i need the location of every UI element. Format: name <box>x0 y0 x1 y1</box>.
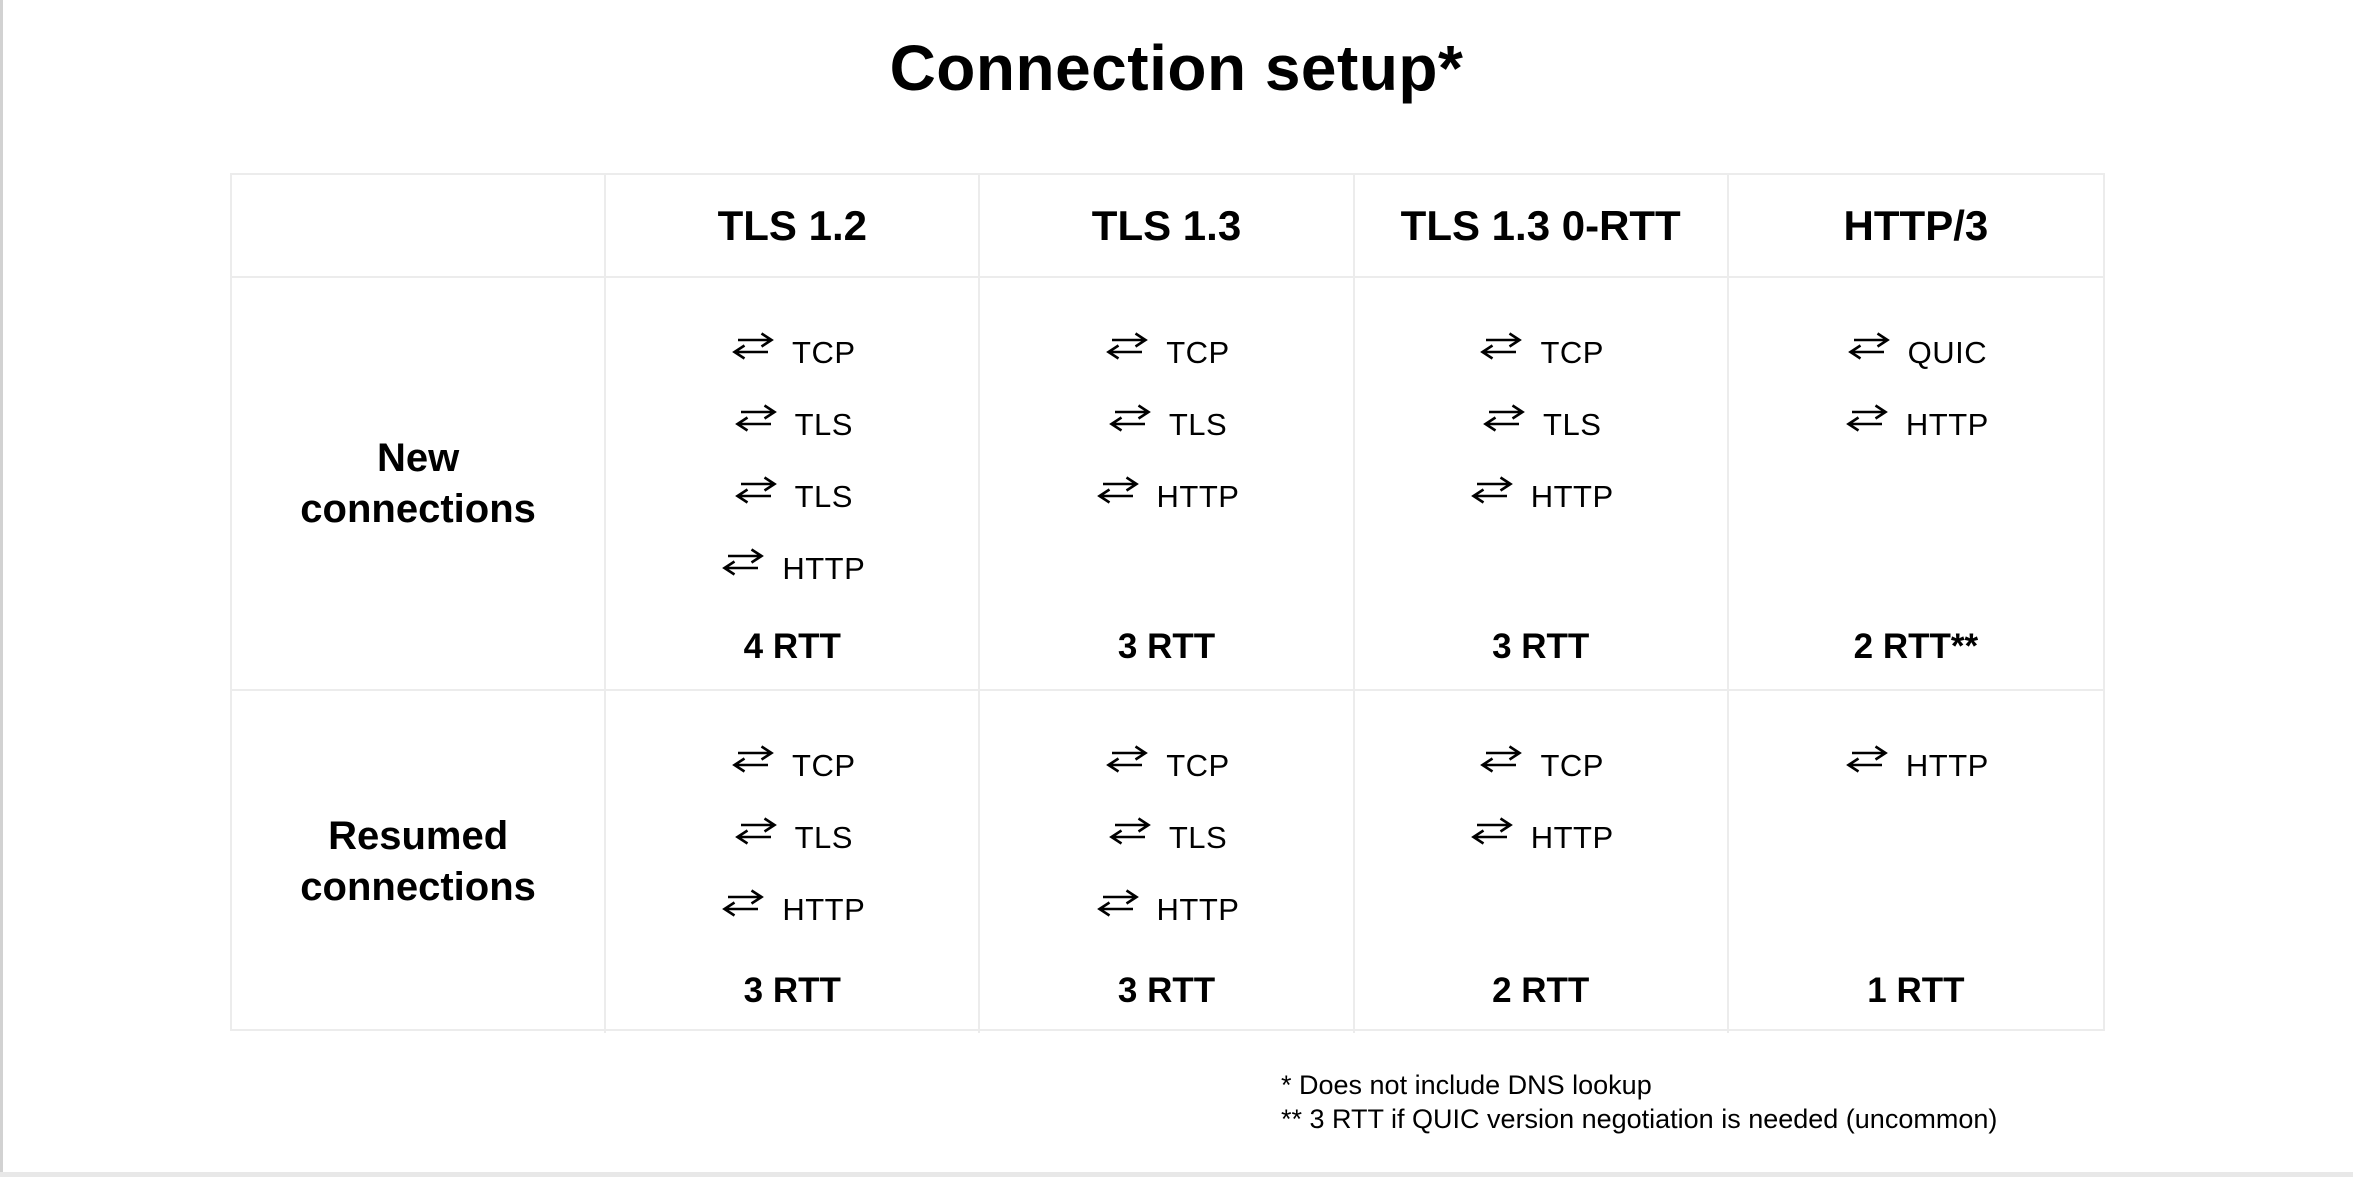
handshake-step-label: HTTP <box>1905 407 1989 442</box>
round-trip-arrows-icon <box>722 548 765 576</box>
protocol-cell: HTTP 1 RTT <box>1729 691 2103 1033</box>
rtt-total-label: 3 RTT <box>1492 627 1590 666</box>
handshake-step: HTTP <box>980 454 1352 526</box>
handshake-step: TCP <box>1355 310 1727 382</box>
round-trip-arrows-icon <box>732 745 774 773</box>
round-trip-arrows-icon <box>1483 404 1525 432</box>
rtt-total-label: 3 RTT <box>1117 971 1216 1010</box>
round-trip-arrows-icon <box>722 889 765 917</box>
protocol-cell: TCP TLS HTTP 3 RTT <box>1354 278 1729 691</box>
protocol-cell: TCP TLS HTTP 3 RTT <box>980 691 1355 1033</box>
handshake-step: HTTP <box>1729 382 2103 454</box>
handshake-step: HTTP <box>606 867 978 939</box>
handshake-step: TCP <box>1355 723 1727 795</box>
handshake-step-label: HTTP <box>782 892 866 927</box>
round-trip-arrows-icon <box>1108 404 1151 432</box>
handshake-step-label: HTTP <box>782 551 866 586</box>
round-trip-arrows-icon <box>1846 745 1888 773</box>
handshake-step: HTTP <box>606 526 978 598</box>
handshake-step-label: HTTP <box>1905 748 1989 783</box>
protocol-cell: QUIC HTTP 2 RTT** <box>1728 278 2103 691</box>
handshake-step-label: TCP <box>792 335 856 370</box>
round-trip-arrows-icon <box>1846 404 1888 432</box>
handshake-step: TCP <box>606 310 978 382</box>
round-trip-arrows-icon <box>734 817 777 845</box>
round-trip-arrows-icon <box>1096 889 1139 917</box>
handshake-step-label: TCP <box>1540 335 1604 370</box>
column-header-label: TLS 1.3 <box>1091 201 1242 249</box>
round-trip-arrows-icon <box>1108 817 1151 845</box>
rtt-total-label: 2 RTT <box>1492 971 1590 1010</box>
round-trip-arrows-icon <box>1096 476 1139 504</box>
round-trip-arrows-icon <box>1480 745 1523 773</box>
column-header-http-3: HTTP/3 <box>1728 175 2103 278</box>
handshake-step-label: TLS <box>794 479 853 514</box>
footnote-quic: ** 3 RTT if QUIC version negotiation is … <box>1281 1104 1998 1134</box>
handshake-step-label: HTTP <box>1156 892 1240 927</box>
round-trip-arrows-icon <box>1470 476 1513 504</box>
round-trip-arrows-icon <box>734 404 777 432</box>
handshake-step: HTTP <box>1355 454 1727 526</box>
column-header-tls-1-2: TLS 1.2 <box>606 175 981 278</box>
round-trip-arrows-icon <box>1106 745 1149 773</box>
row-header-resumed-connections: Resumed connections <box>232 691 607 1033</box>
protocol-cell: TCP TLS TLS HTTP 4 RTT <box>606 278 981 691</box>
column-header-label: TLS 1.3 0-RTT <box>1400 201 1681 249</box>
bottom-window-edge <box>0 1172 2353 1177</box>
handshake-step: HTTP <box>1355 795 1727 867</box>
rtt-total-label: 1 RTT <box>1867 971 1965 1010</box>
handshake-step-label: TCP <box>1166 748 1230 783</box>
left-window-edge <box>0 0 3 1177</box>
round-trip-arrows-icon <box>732 332 774 360</box>
handshake-step: TLS <box>606 382 978 454</box>
handshake-step-label: HTTP <box>1530 820 1614 855</box>
rtt-total-label: 3 RTT <box>1117 627 1216 666</box>
handshake-step: TLS <box>980 795 1352 867</box>
round-trip-arrows-icon <box>1847 332 1890 360</box>
handshake-step-label: HTTP <box>1156 479 1240 514</box>
handshake-step-label: TLS <box>1543 407 1602 442</box>
handshake-step-label: TLS <box>794 407 853 442</box>
handshake-step-label: HTTP <box>1530 479 1614 514</box>
handshake-step: TLS <box>1355 382 1727 454</box>
handshake-step-label: QUIC <box>1907 335 1988 370</box>
handshake-step: TCP <box>980 310 1352 382</box>
protocol-cell: TCP TLS HTTP 3 RTT <box>606 691 981 1033</box>
handshake-step-label: TCP <box>1166 335 1230 370</box>
handshake-step-label: TCP <box>1540 748 1604 783</box>
handshake-step: TLS <box>980 382 1352 454</box>
handshake-step-label: TLS <box>1168 820 1228 855</box>
column-header-label: HTTP/3 <box>1843 201 1989 249</box>
page-title: Connection setup* <box>889 32 1464 104</box>
handshake-step-label: TCP <box>792 748 856 783</box>
handshake-step: TCP <box>606 723 978 795</box>
footnote-dns: * Does not include DNS lookup <box>1281 1070 1652 1100</box>
handshake-step: HTTP <box>980 867 1352 939</box>
footnotes: * Does not include DNS lookup ** 3 RTT i… <box>1281 1068 1997 1136</box>
round-trip-arrows-icon <box>1470 817 1513 845</box>
rtt-total-label: 4 RTT <box>743 627 841 666</box>
handshake-step: TCP <box>980 723 1352 795</box>
column-header-tls-1-3-0-rtt: TLS 1.3 0-RTT <box>1354 175 1729 278</box>
round-trip-arrows-icon <box>1480 332 1523 360</box>
handshake-step-label: TLS <box>794 820 853 855</box>
handshake-step: HTTP <box>1729 723 2103 795</box>
row-header-new-connections: New connections <box>232 278 607 691</box>
protocol-cell: TCP TLS HTTP 3 RTT <box>980 278 1355 691</box>
round-trip-arrows-icon <box>734 476 777 504</box>
column-header-tls-1-3: TLS 1.3 <box>980 175 1355 278</box>
rtt-total-label: 3 RTT <box>743 971 841 1010</box>
table-corner-cell <box>232 175 607 278</box>
handshake-step: QUIC <box>1729 310 2103 382</box>
protocol-cell: TCP HTTP 2 RTT <box>1355 691 1729 1033</box>
handshake-step: TLS <box>606 795 978 867</box>
rtt-total-label: 2 RTT** <box>1853 627 1979 666</box>
handshake-step-label: TLS <box>1168 407 1228 442</box>
handshake-step: TLS <box>606 454 978 526</box>
round-trip-arrows-icon <box>1106 332 1149 360</box>
column-header-label: TLS 1.2 <box>717 201 867 249</box>
